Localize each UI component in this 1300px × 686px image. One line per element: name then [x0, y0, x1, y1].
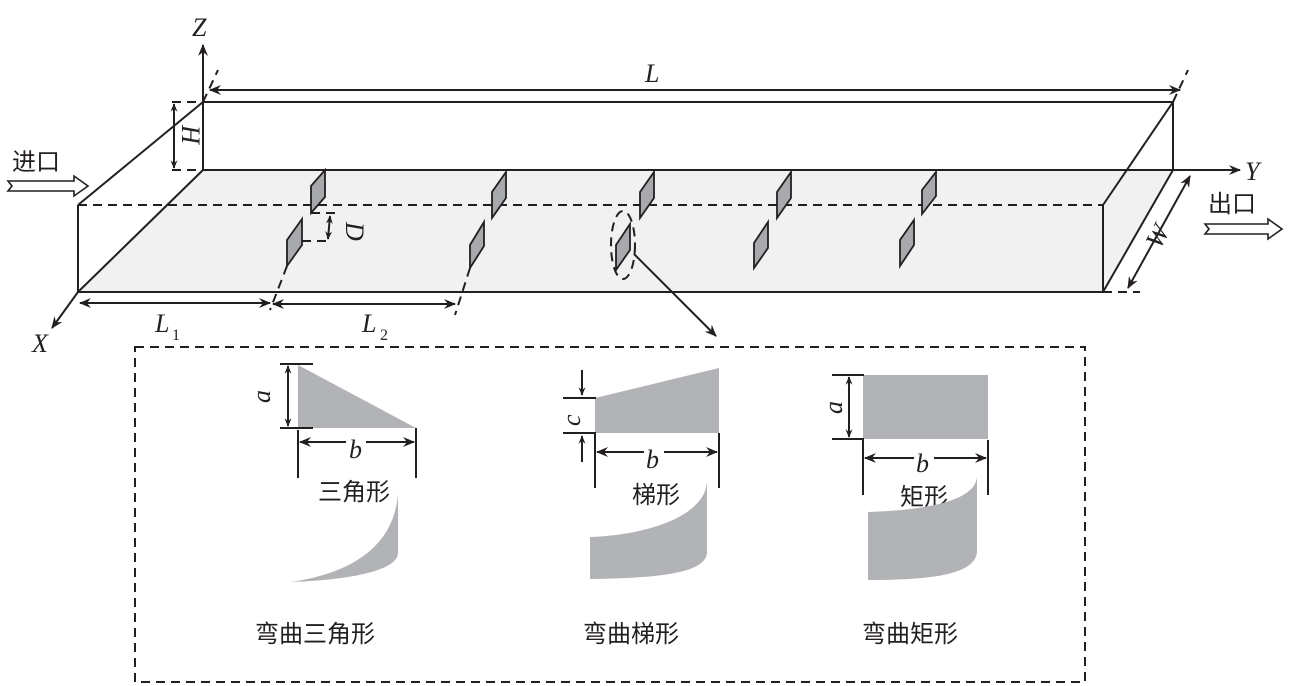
curved-triangle: [291, 493, 398, 582]
svg-text:D: D: [340, 221, 369, 241]
svg-text:Z: Z: [192, 13, 207, 42]
detail-box: [134, 346, 1086, 683]
svg-text:L: L: [154, 309, 169, 338]
shape-triangle: a b 三角形 弯曲三角形: [247, 363, 417, 648]
svg-text:X: X: [31, 329, 49, 358]
spacing-dimension: D: [302, 212, 369, 242]
outlet-arrow-icon: [1203, 217, 1284, 241]
curved-trapezoid: [590, 482, 707, 579]
shape-rectangle: a b 矩形 弯曲矩形: [819, 374, 989, 648]
svg-text:L: L: [644, 59, 659, 88]
fin: [469, 218, 485, 272]
fin: [286, 216, 303, 269]
channel-box: [77, 101, 1174, 293]
svg-text:c: c: [557, 414, 586, 426]
fin: [639, 169, 655, 221]
inlet: 进口: [6, 148, 90, 198]
axis-x: X: [31, 291, 79, 358]
fin: [921, 169, 937, 217]
fin: [776, 169, 792, 221]
svg-text:b: b: [916, 449, 929, 478]
svg-text:H: H: [176, 124, 205, 145]
svg-text:a: a: [819, 401, 848, 414]
outlet: 出口: [1203, 190, 1284, 241]
svg-text:b: b: [349, 435, 362, 464]
svg-text:弯曲矩形: 弯曲矩形: [862, 620, 958, 648]
shape-trapezoid: c b 梯形 弯曲梯形: [557, 368, 720, 648]
svg-text:1: 1: [172, 327, 180, 344]
curved-rectangle: [868, 477, 977, 580]
vortex-generators: [286, 167, 937, 273]
fin: [753, 219, 769, 271]
detail-callout: [610, 210, 717, 337]
svg-text:L: L: [361, 309, 376, 338]
fin: [310, 167, 326, 216]
svg-text:弯曲三角形: 弯曲三角形: [255, 620, 375, 648]
svg-text:Y: Y: [1245, 157, 1262, 186]
svg-text:进口: 进口: [12, 148, 60, 176]
height-dimension: H: [170, 101, 205, 171]
length-dimension: L: [202, 59, 1189, 103]
svg-text:b: b: [646, 445, 659, 474]
svg-text:出口: 出口: [1208, 190, 1256, 218]
svg-text:弯曲梯形: 弯曲梯形: [583, 620, 679, 648]
svg-text:a: a: [247, 390, 276, 403]
axis-z: Z: [192, 13, 208, 170]
axis-y: Y: [1173, 157, 1262, 186]
inlet-arrow-icon: [6, 174, 90, 198]
svg-text:2: 2: [380, 327, 388, 344]
fin: [615, 221, 631, 273]
fin: [491, 169, 507, 221]
l1-dimension: L 1: [79, 298, 271, 344]
svg-text:W: W: [1140, 218, 1177, 253]
fin: [899, 217, 915, 269]
svg-text:三角形: 三角形: [318, 478, 390, 506]
l2-dimension: L 2: [269, 265, 471, 344]
svg-text:梯形: 梯形: [632, 481, 680, 509]
